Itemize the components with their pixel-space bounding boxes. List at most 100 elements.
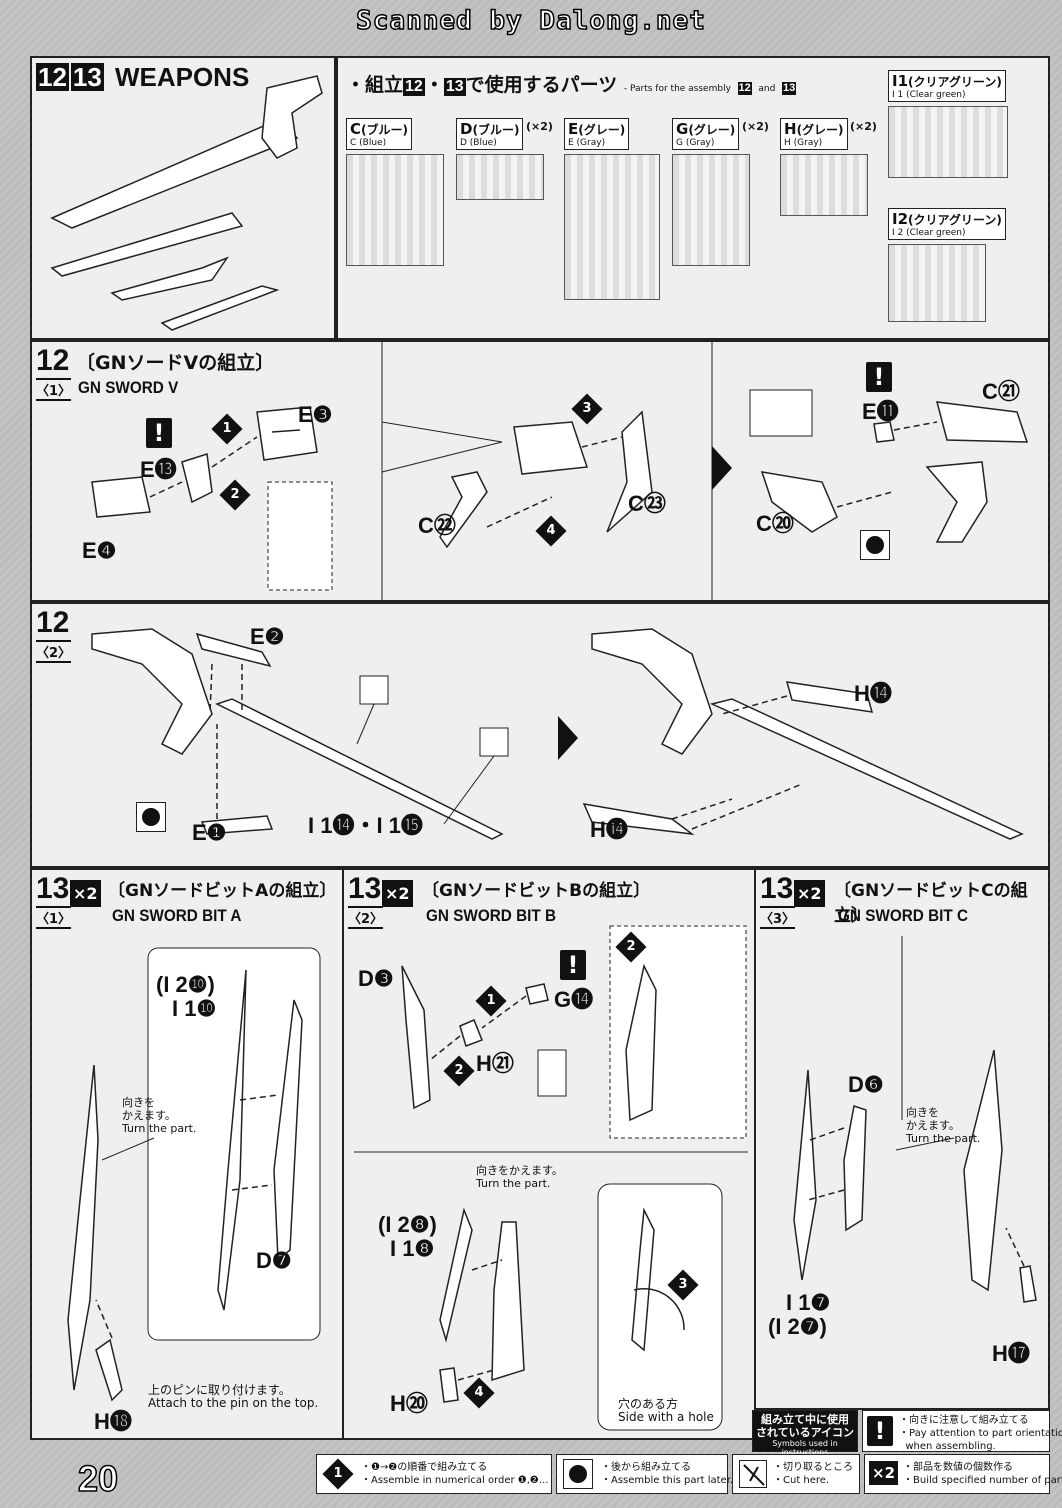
runner-e: E(グレー)E (Gray)	[564, 118, 660, 300]
runner-c: C(ブルー)C (Blue)	[346, 118, 444, 266]
label-h21: H㉑	[476, 1051, 514, 1076]
multiply-icon: ×2	[70, 880, 101, 907]
next-step-arrow	[558, 716, 578, 760]
label-e13: E⓭	[140, 457, 177, 482]
label-c22: C㉒	[418, 513, 456, 538]
weapons-illustration	[50, 75, 323, 331]
label-h17: H⓱	[992, 1341, 1030, 1366]
legend-orientation: ! ・向きに注意して組み立てる・Pay attention to part or…	[862, 1410, 1062, 1452]
step-13-1-illustration	[67, 947, 321, 1402]
note-turn-part: 向きをかえます。Turn the part.	[476, 1164, 563, 1190]
scissors-icon	[739, 1460, 767, 1488]
step-12-2-number: 12 〈2〉	[36, 606, 72, 663]
step-marker-1: 1	[322, 1458, 354, 1490]
step-13-3-number: 13 〈3〉	[760, 872, 796, 929]
label-i1-7: I 1❼	[786, 1290, 831, 1315]
legend-numerical-order: 1 ・❶→❷の順番で組み立てる・Assemble in numerical or…	[316, 1454, 552, 1494]
multiply-icon: ×2	[794, 880, 825, 907]
step-marker-2: 2	[443, 1055, 475, 1087]
step-marker-3: 3	[667, 1269, 699, 1301]
step-13-1-panel: 13 〈1〉 ×2 〔GNソードビットAの組立〕 GN SWORD BIT A …	[30, 868, 344, 1440]
label-i2-7: (I 2❼)	[768, 1314, 827, 1339]
symbol-legend-heading: 組み立て中に使用 されているアイコン Symbols used in instr…	[752, 1410, 858, 1457]
legend-cut-here: ・切り取るところ・Cut here.	[732, 1454, 860, 1494]
label-g14: G⓮	[554, 987, 594, 1012]
step-marker-4: 4	[535, 515, 567, 547]
label-i2-10: (I 2❿)	[156, 972, 215, 997]
runner-h: H(グレー)H (Gray) (×2)	[780, 118, 877, 216]
assemble-later-icon	[563, 1459, 593, 1489]
label-c23: C㉓	[628, 491, 666, 516]
label-h20: H⑳	[390, 1391, 428, 1416]
runner-d: D(ブルー)D (Blue) (×2)	[456, 118, 553, 200]
page-number: 20	[77, 1457, 119, 1500]
step-13-1-title-jp: 〔GNソードビットAの組立〕	[108, 881, 337, 901]
step-marker-4: 4	[463, 1377, 495, 1409]
legend-multiply: ×2 ・部品を数値の個数作る・Build specified number of…	[864, 1454, 1062, 1494]
label-c20: C⑳	[756, 511, 794, 536]
label-d6: D❻	[848, 1072, 884, 1097]
orientation-warning-icon: !	[560, 950, 586, 980]
step-number-12: 12	[36, 62, 69, 92]
step-marker-2: 2	[615, 931, 647, 963]
step-13-2-title-en: GN SWORD BIT B	[426, 906, 557, 925]
runner-d-sketch	[456, 154, 544, 200]
step-13-3-title-en: GN SWORD BIT C	[838, 906, 969, 925]
label-i1-8: I 1❽	[390, 1236, 435, 1261]
step-13-3-panel: 13 〈3〉 ×2 〔GNソードビットCの組立〕 GN SWORD BIT C …	[754, 868, 1050, 1410]
runner-h-sketch	[780, 154, 868, 216]
step-13-2-panel: 13 〈2〉 ×2 〔GNソードビットBの組立〕 GN SWORD BIT B	[342, 868, 756, 1440]
step-marker-2: 2	[219, 479, 251, 511]
runner-g-sketch	[672, 154, 750, 266]
label-h14-bottom: H⓮	[590, 817, 628, 842]
step-12-1-illustration	[91, 342, 1029, 600]
step-number-13: 13	[70, 62, 104, 92]
next-step-arrow	[712, 446, 732, 490]
orientation-warning-icon: !	[866, 362, 892, 392]
step-marker-1: 1	[475, 985, 507, 1017]
step-12-1-panel: 12 〈1〉 〔GNソードVの組立〕 GN SWORD V	[30, 340, 1050, 602]
legend-assemble-later: ・後から組み立てる・Assemble this part later.	[556, 1454, 733, 1494]
step-13-1-number: 13 〈1〉	[36, 872, 72, 929]
orientation-warning-icon: !	[867, 1416, 893, 1446]
assemble-later-icon	[860, 530, 890, 560]
step-marker-3: 3	[571, 393, 603, 425]
label-h18: H⓲	[94, 1409, 132, 1434]
label-i1-14-15: I 1⓮・I 1⓯	[308, 813, 423, 838]
label-d7: D❼	[256, 1248, 292, 1273]
runner-i1: I1(クリアグリーン)I 1 (Clear green)	[888, 70, 1008, 178]
label-c21: C㉑	[982, 379, 1020, 404]
runner-i2-sketch	[888, 244, 986, 322]
orientation-warning-icon: !	[146, 418, 172, 448]
step-13-2-title-jp: 〔GNソードビットBの組立〕	[422, 881, 651, 901]
label-d3: D❸	[358, 966, 394, 991]
step-13-1-title-en: GN SWORD BIT A	[112, 906, 242, 925]
runner-i1-sketch	[888, 106, 1008, 178]
label-e11: E⓫	[862, 399, 899, 424]
runner-i2: I2(クリアグリーン)I 2 (Clear green)	[888, 208, 1006, 322]
step-13-3-title-jp: 〔GNソードビットCの組立〕	[834, 881, 1028, 926]
weapons-title: WEAPONS	[114, 62, 250, 92]
step-12-1-title-jp: 〔GNソードVの組立〕	[76, 352, 275, 374]
label-e2: E❷	[250, 624, 285, 649]
step-12-2-panel: 12 〈2〉	[30, 602, 1050, 868]
step-13-2-number: 13 〈2〉	[348, 872, 384, 929]
step-12-1-number: 12 〈1〉	[36, 344, 72, 401]
note-turn-part: 向きを かえます。Turn the part.	[906, 1106, 981, 1145]
label-h14-top: H⓮	[854, 681, 892, 706]
runner-e-sketch	[564, 154, 660, 300]
step-12-1-title-en: GN SWORD V	[78, 378, 179, 397]
runner-g: G(グレー)G (Gray) (×2)	[672, 118, 769, 266]
label-i1-10: I 1❿	[172, 996, 217, 1021]
runner-c-sketch	[346, 154, 444, 266]
label-e1: E❶	[192, 820, 227, 845]
scanner-watermark: Scanned by Dalong.net	[355, 5, 706, 37]
assemble-later-icon	[136, 802, 166, 832]
step-12-2-illustration	[91, 628, 1024, 840]
